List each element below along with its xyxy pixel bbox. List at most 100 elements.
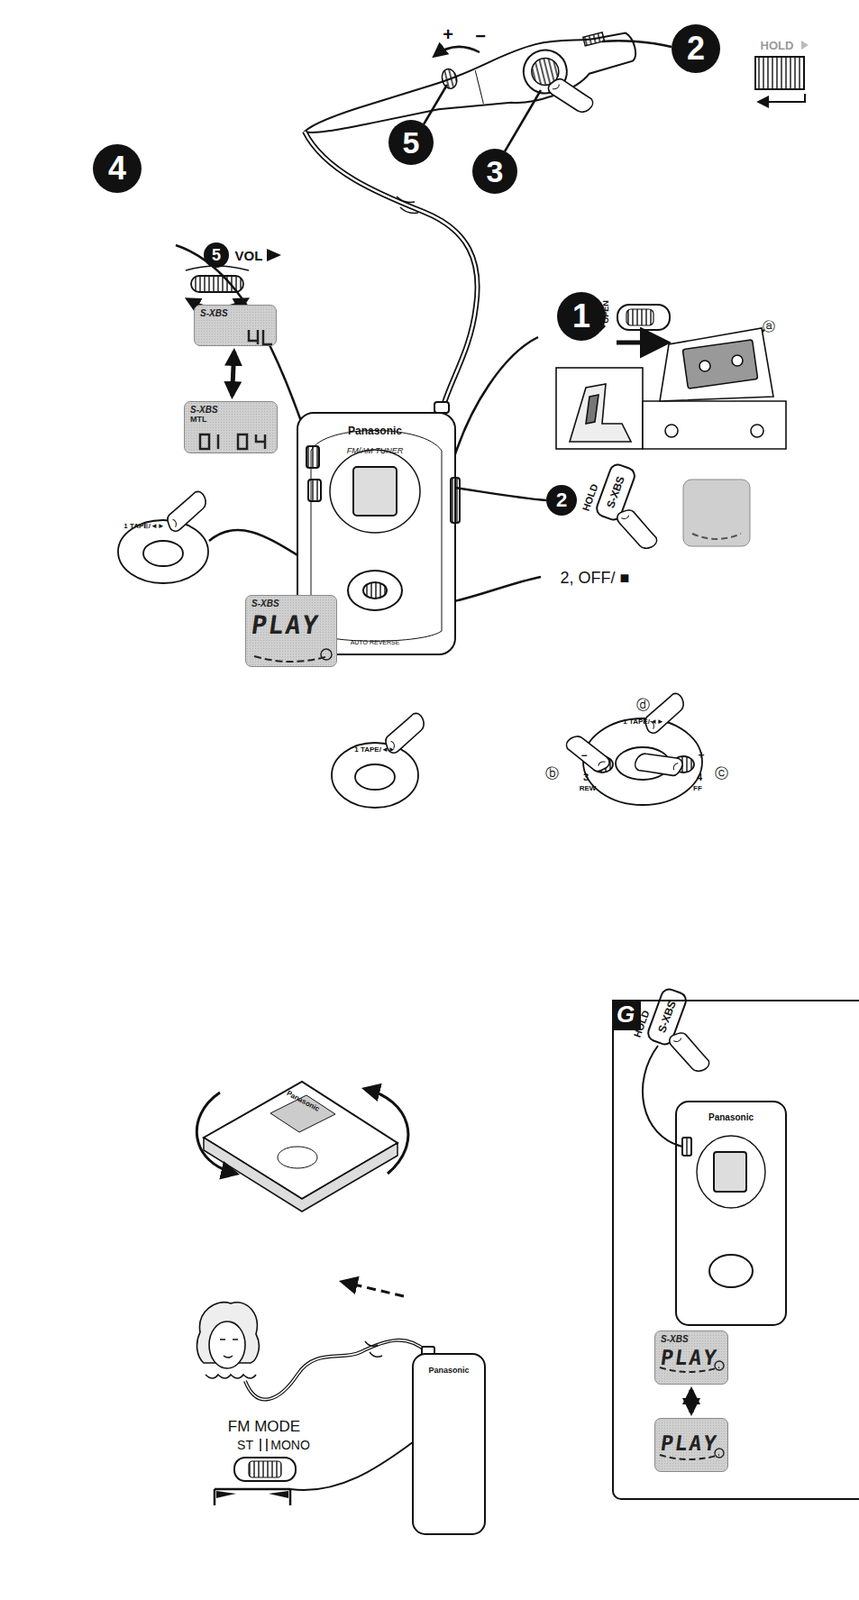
lcd-segments <box>714 1448 724 1458</box>
tilted-player <box>203 1081 398 1199</box>
earphone-cable <box>342 1281 404 1297</box>
switch-label: MONO <box>270 1438 311 1452</box>
sign-label: − <box>580 749 587 761</box>
open-slider <box>617 304 670 330</box>
blank-display <box>683 479 750 547</box>
button-label: FF <box>693 785 703 793</box>
fm-mode-switch <box>214 1488 291 1491</box>
lcd-segments <box>659 1454 720 1460</box>
lcd-segments <box>659 1367 720 1372</box>
display-text: S-XBS <box>200 308 271 319</box>
display-text: PLAY <box>658 1345 724 1370</box>
callout-number: 2 <box>686 32 705 65</box>
fm-mode-switch <box>214 1438 413 1506</box>
cassette-detail <box>556 367 643 449</box>
callout-badge <box>557 292 606 341</box>
player-body <box>353 466 397 516</box>
brand-label: Panasonic <box>347 425 403 437</box>
brand-label: Panasonic <box>708 1113 754 1123</box>
hold-slider <box>801 40 809 50</box>
tilted-player <box>196 1092 237 1174</box>
cassette-detail <box>699 360 711 372</box>
blank-display <box>683 479 750 547</box>
earphone-cable <box>245 1281 428 1400</box>
tilted-player <box>277 1146 318 1169</box>
model-label: AUTO REVERSE <box>350 639 401 646</box>
display-text: S-XBS <box>251 598 331 609</box>
player-body <box>306 446 320 468</box>
button-label: 3 <box>583 772 589 783</box>
reference-letter: ⓒ <box>714 766 729 780</box>
display-text: PLAY <box>249 610 334 640</box>
control-disc <box>118 520 703 808</box>
earphone-cable <box>245 1340 428 1400</box>
model-label: FM/AM TUNER <box>347 447 404 456</box>
tilted-player <box>196 1081 409 1212</box>
volume-wheel <box>185 265 249 271</box>
illustration <box>667 1026 712 1078</box>
lcd-display: PLAY <box>654 1417 729 1472</box>
g-player <box>713 1151 747 1192</box>
open-slider <box>626 309 654 326</box>
switch-label: ST <box>237 1438 254 1452</box>
control-label: VOL <box>235 248 264 263</box>
earphone-cable <box>396 196 419 213</box>
open-slider <box>616 340 666 346</box>
listener-figure <box>219 1339 238 1358</box>
cassette-detail <box>665 424 678 438</box>
callout-number: 1 <box>572 300 591 333</box>
callout-number: 5 <box>211 246 221 264</box>
callout-badge <box>203 242 229 268</box>
volume-wheel <box>191 275 244 293</box>
leader-line <box>602 40 672 47</box>
callout-badge <box>472 148 518 194</box>
control-disc <box>331 742 419 808</box>
tilted-player <box>203 1137 398 1212</box>
switch-label: OPEN <box>602 300 611 324</box>
callout-badge <box>92 144 142 193</box>
button-label: 1 TAPE/◄► <box>622 718 664 726</box>
switch-label: HOLD <box>760 39 795 52</box>
toggle-arrow <box>232 351 235 396</box>
lcd-segments <box>320 648 332 660</box>
player-body <box>347 570 403 611</box>
fm-mode-switch <box>265 1438 268 1452</box>
cassette-detail <box>750 424 764 438</box>
control-disc <box>118 520 209 584</box>
fm-mode-switch <box>234 1457 296 1481</box>
lcd-segments <box>248 329 273 345</box>
tilted-player <box>365 1088 409 1174</box>
fm-mode-switch <box>248 1461 282 1478</box>
button-label: 1 TAPE/◄► <box>123 522 165 531</box>
remote-control <box>583 32 605 46</box>
callout-badge <box>671 24 721 74</box>
callout-number: 4 <box>108 152 127 185</box>
hold-slider <box>758 100 805 103</box>
brand-label: Panasonic <box>428 1366 469 1375</box>
switch-label: FM MODE <box>228 1418 301 1435</box>
callout-number: 3 <box>486 155 504 187</box>
player-body <box>363 582 387 599</box>
listener-figure <box>209 1321 246 1369</box>
callout-number: 5 <box>402 127 421 158</box>
lcd-display: S-XBSPLAY <box>245 594 338 668</box>
g-player <box>642 986 786 1326</box>
g-player <box>696 1135 766 1208</box>
cassette-detail <box>642 401 786 449</box>
volume-wheel <box>185 248 282 308</box>
player-body <box>308 479 321 502</box>
hold-button <box>594 462 659 555</box>
remote-control <box>475 70 484 104</box>
player-body <box>434 402 449 413</box>
fm-mode-switch <box>289 1489 293 1506</box>
volume-wheel <box>266 248 282 262</box>
lcd-segments <box>200 329 724 1460</box>
cassette-detail <box>659 328 774 402</box>
illustration <box>632 740 686 789</box>
lcd-segments <box>254 656 329 662</box>
display-text: PLAY <box>658 1431 724 1455</box>
